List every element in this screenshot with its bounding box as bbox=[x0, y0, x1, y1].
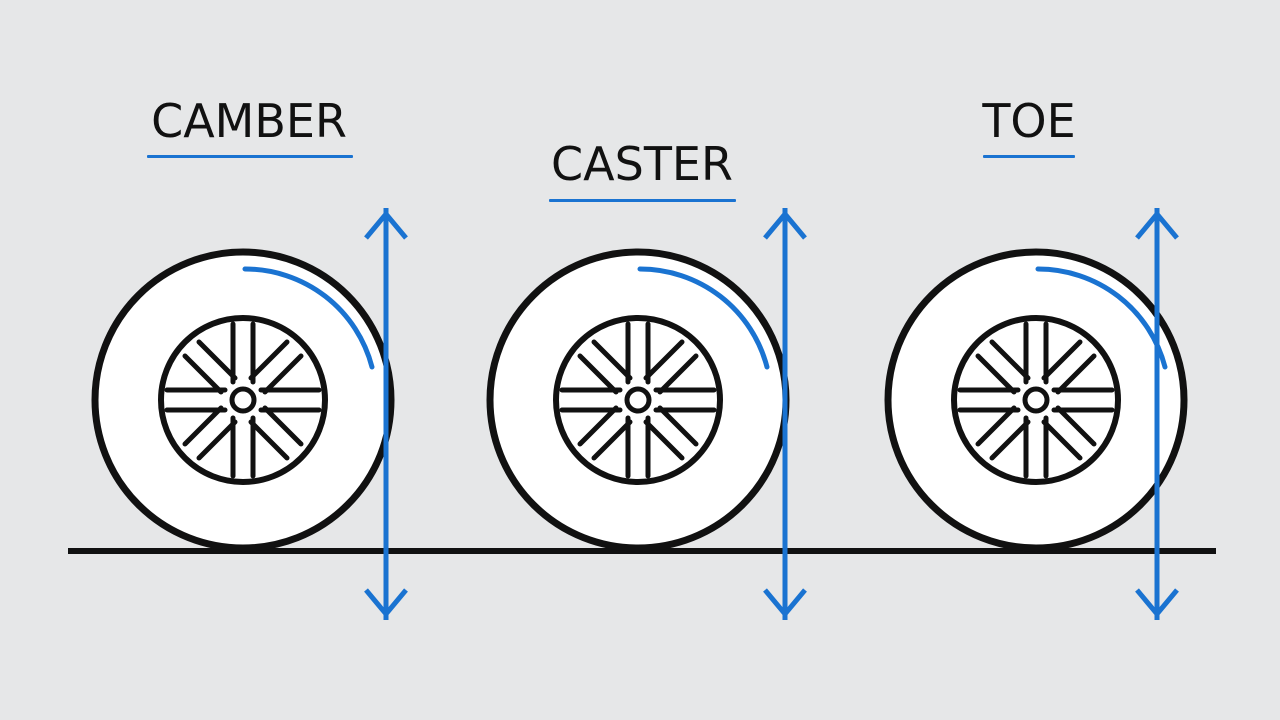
camber-title-underline bbox=[147, 155, 353, 158]
toe-title: TOE bbox=[982, 94, 1076, 148]
caster-title-underline bbox=[549, 199, 736, 202]
toe-wheel-icon bbox=[888, 252, 1184, 548]
caster-title: CASTER bbox=[551, 137, 733, 191]
camber-wheel-icon bbox=[95, 252, 391, 548]
caster-wheel-icon bbox=[490, 252, 786, 548]
toe-title-underline bbox=[983, 155, 1075, 158]
camber-title: CAMBER bbox=[151, 94, 347, 148]
